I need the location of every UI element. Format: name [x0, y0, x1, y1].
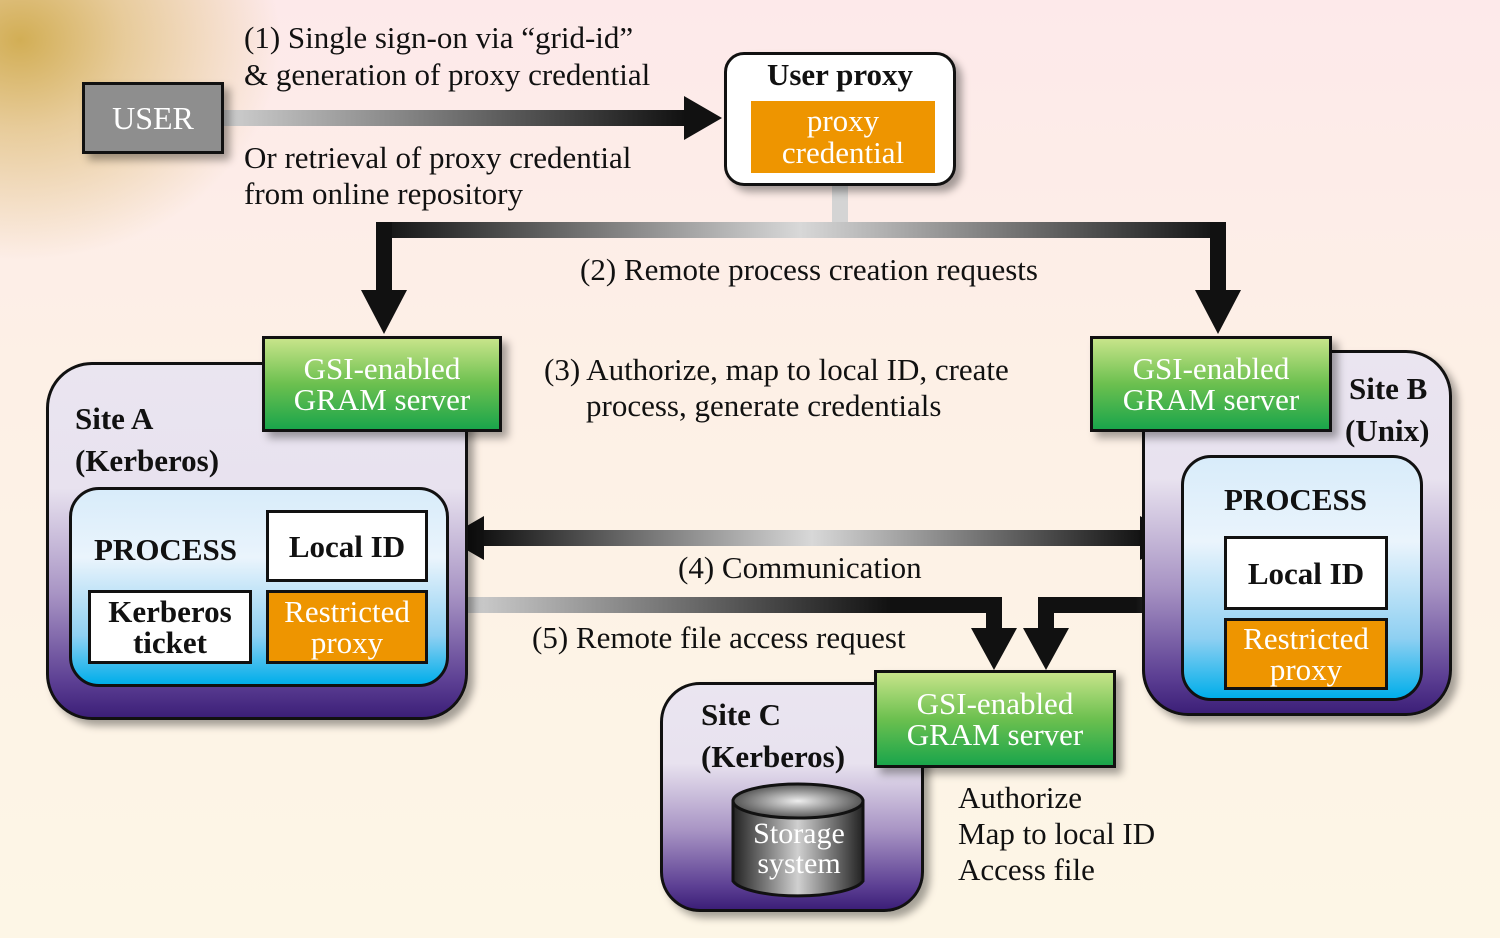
step2-label: (2) Remote process creation requests	[580, 252, 1038, 287]
gram-line1: GSI-enabled	[916, 686, 1074, 721]
storage-label: Storage system	[729, 819, 869, 879]
ticket-line2: ticket	[132, 625, 208, 660]
site-c-action-1: Authorize	[958, 780, 1082, 815]
step1-line1: (1) Single sign-on via “grid-id”	[244, 20, 634, 55]
step1-line2: & generation of proxy credential	[244, 57, 651, 92]
gram-line2: GRAM server	[906, 717, 1084, 752]
proxy-line2: proxy	[310, 625, 384, 660]
site-c-action-2: Map to local ID	[958, 816, 1156, 851]
step4-label: (4) Communication	[678, 550, 922, 585]
arrow-step1	[224, 96, 722, 140]
site-b-gram-server: GSI-enabled GRAM server	[1090, 336, 1332, 432]
site-c-name: Site C	[701, 697, 782, 732]
site-a-process-label: PROCESS	[94, 532, 237, 567]
site-a-gram-server: GSI-enabled GRAM server	[262, 336, 502, 432]
storage-system-icon	[731, 782, 865, 898]
site-a-name: Site A	[75, 401, 154, 436]
site-a-process: PROCESS Local ID Kerberos ticket Restric…	[69, 487, 449, 687]
user-proxy-box: User proxy proxy credential	[724, 52, 956, 186]
site-a-kerberos-ticket: Kerberos ticket	[88, 590, 252, 664]
site-a-type: (Kerberos)	[75, 443, 220, 478]
site-a: Site A (Kerberos) PROCESS Local ID Kerbe…	[46, 362, 468, 720]
storage-line2: system	[757, 847, 841, 880]
site-a-local-id: Local ID	[266, 510, 428, 582]
proxy-credential-line1: proxy	[806, 103, 880, 138]
proxy-credential-box: proxy credential	[751, 101, 935, 173]
gram-line1: GSI-enabled	[1132, 351, 1290, 386]
site-b-local-id-label: Local ID	[1247, 555, 1365, 591]
site-b-local-id: Local ID	[1224, 536, 1388, 610]
site-b-name: Site B	[1349, 371, 1428, 406]
step3-line1: (3) Authorize, map to local ID, create	[544, 352, 1009, 387]
site-b-process: PROCESS Local ID Restricted proxy	[1181, 455, 1423, 701]
user-proxy-title: User proxy	[766, 57, 914, 92]
proxy-credential-line2: credential	[781, 135, 905, 170]
step3-line2: process, generate credentials	[586, 388, 942, 423]
site-c-type: (Kerberos)	[701, 739, 846, 774]
proxy-line1: Restricted	[1243, 621, 1369, 656]
site-a-local-id-label: Local ID	[288, 528, 406, 564]
step1-alt-line2: from online repository	[244, 176, 523, 211]
storage-line1: Storage	[753, 817, 845, 850]
arrow-step2	[361, 186, 1241, 334]
ticket-line1: Kerberos	[108, 594, 232, 629]
gram-line2: GRAM server	[1122, 382, 1300, 417]
site-b-type: (Unix)	[1345, 413, 1430, 448]
site-a-restricted-proxy: Restricted proxy	[266, 590, 428, 664]
site-c-gram-server: GSI-enabled GRAM server	[874, 670, 1116, 768]
proxy-line2: proxy	[1269, 652, 1343, 687]
site-b: Site B (Unix) PROCESS Local ID Restricte…	[1142, 350, 1452, 716]
site-c-action-3: Access file	[958, 852, 1095, 887]
site-b-restricted-proxy: Restricted proxy	[1224, 618, 1388, 690]
site-c: Site C (Kerberos) Storage system	[660, 682, 924, 912]
site-b-process-label: PROCESS	[1224, 482, 1367, 517]
gram-line2: GRAM server	[293, 382, 471, 417]
user-label: USER	[112, 99, 194, 136]
user-box: USER	[82, 82, 224, 154]
step1-alt-line1: Or retrieval of proxy credential	[244, 140, 632, 175]
proxy-line1: Restricted	[284, 594, 410, 629]
step5-label: (5) Remote file access request	[532, 620, 906, 655]
gram-line1: GSI-enabled	[303, 351, 461, 386]
